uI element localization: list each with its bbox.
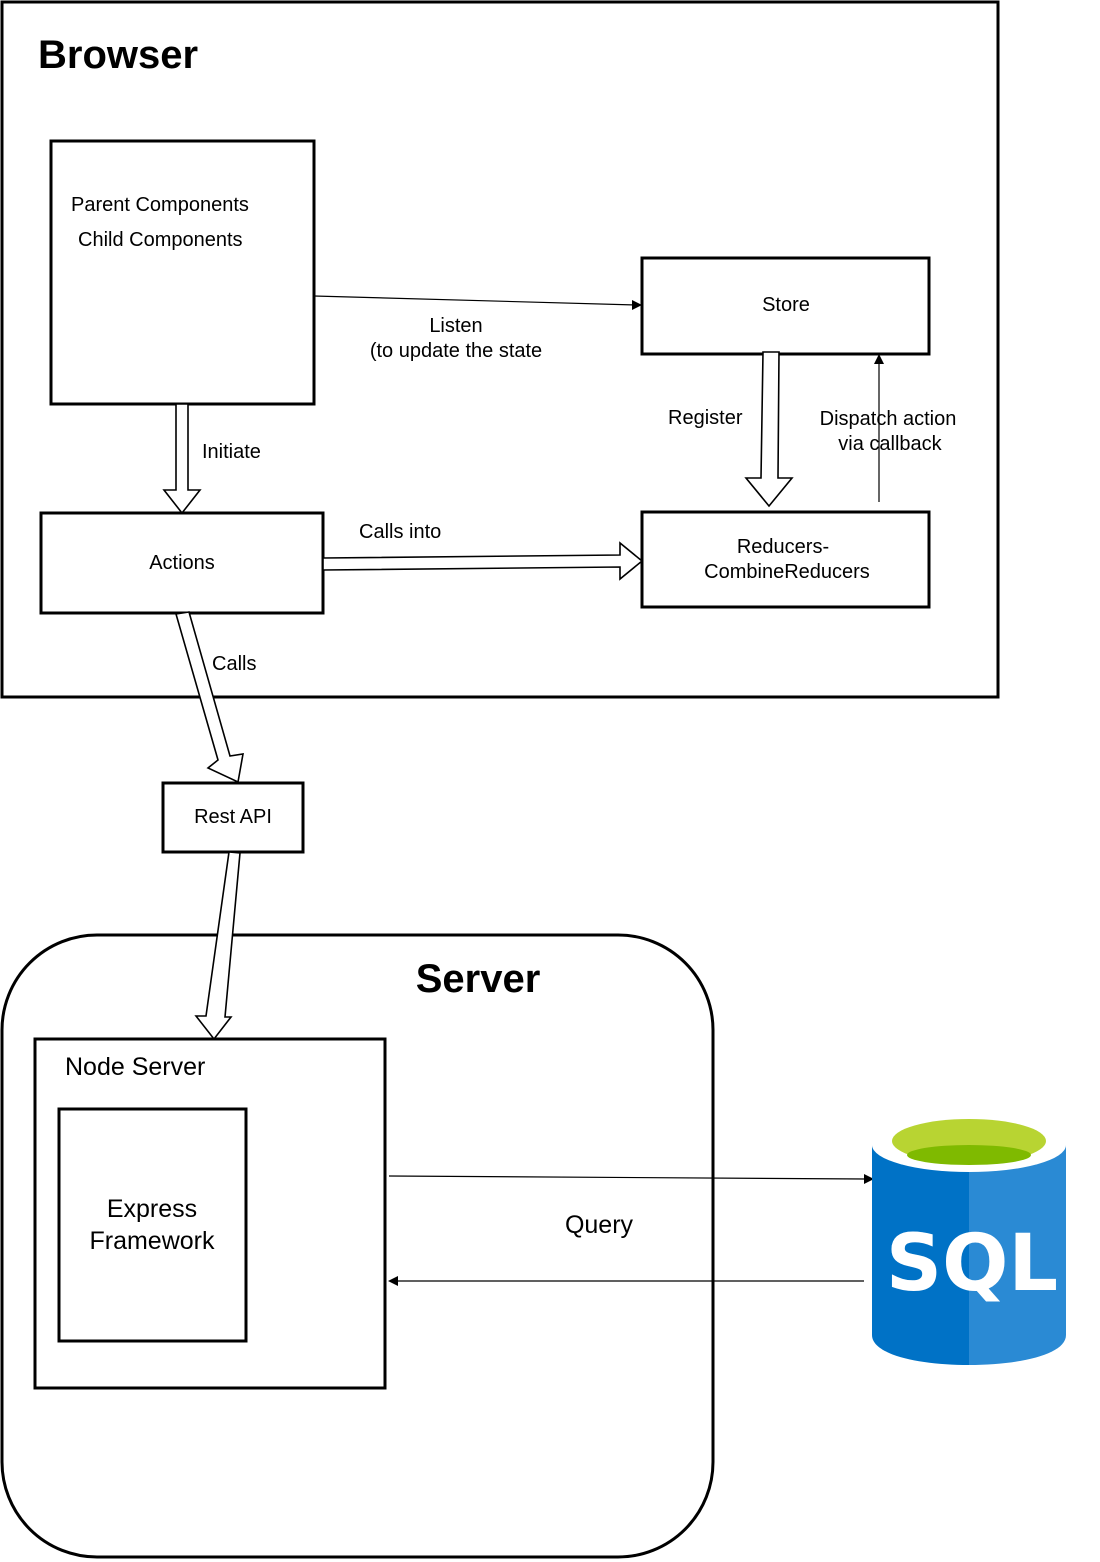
express-framework-node: Express Framework (57, 1107, 248, 1343)
rest-api-label: Rest API (194, 806, 272, 828)
dispatch-arrow (874, 354, 884, 502)
components-label-parent: Parent Components (71, 194, 249, 216)
listen-label-2: (to update the state (370, 340, 542, 362)
sql-logo-text: SQL (886, 1219, 1058, 1309)
components-label-child: Child Components (78, 229, 243, 251)
initiate-label: Initiate (202, 441, 261, 463)
calls-arrow (174, 611, 244, 784)
browser-container: Browser (0, 0, 1000, 699)
components-node: Parent Components Child Components (49, 139, 316, 406)
browser-title: Browser (38, 33, 198, 77)
reducers-label-2: CombineReducers (704, 561, 870, 583)
express-label-2: Framework (89, 1227, 215, 1255)
register-arrow (744, 351, 794, 508)
store-node: Store (640, 256, 931, 356)
server-title: Server (416, 957, 541, 1001)
server-container: Server (0, 933, 715, 1559)
store-label: Store (762, 294, 810, 316)
query-label: Query (565, 1211, 634, 1239)
node-server-label: Node Server (65, 1053, 205, 1081)
express-label-1: Express (107, 1195, 197, 1223)
sql-database-icon: SQL (872, 1118, 1066, 1365)
reducers-label-1: Reducers- (737, 536, 829, 558)
initiate-arrow (162, 403, 202, 515)
register-label: Register (668, 407, 743, 429)
actions-label: Actions (149, 552, 215, 574)
query-request-arrow (388, 1174, 874, 1184)
listen-arrow (313, 295, 642, 310)
dispatch-label-1: Dispatch action (820, 408, 957, 430)
calls-into-arrow (322, 541, 644, 581)
actions-node: Actions (39, 511, 325, 615)
dispatch-label-2: via callback (838, 433, 942, 455)
rest-api-node: Rest API (161, 781, 305, 854)
calls-label: Calls (212, 653, 256, 675)
calls-into-label: Calls into (359, 521, 441, 543)
listen-label-1: Listen (429, 315, 482, 337)
rest-to-server-arrow (194, 851, 241, 1041)
query-response-arrow (388, 1276, 864, 1286)
reducers-node: Reducers- CombineReducers (640, 510, 931, 609)
